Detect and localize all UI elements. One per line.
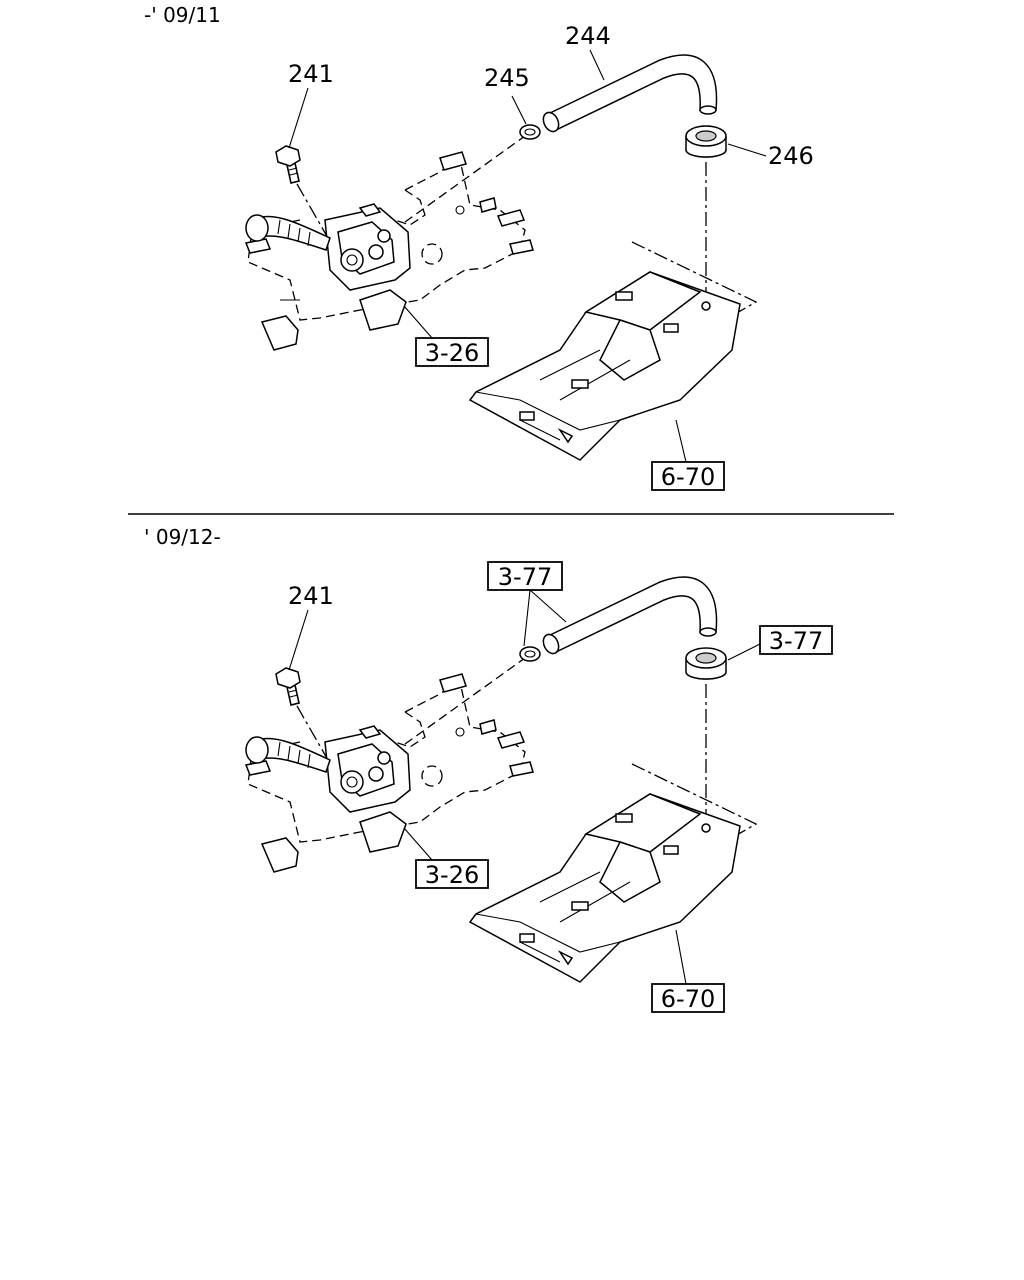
leader-6-70-upper	[675, 419, 687, 463]
ref-box-3-26-lower: 3-26	[415, 859, 489, 889]
callout-241: 241	[288, 60, 334, 88]
callout-246: 246	[768, 142, 814, 170]
leader-3-77-hose	[529, 589, 567, 623]
ref-6-70-upper-text: 6-70	[661, 463, 715, 491]
ref-box-3-77-grommet: 3-77	[759, 625, 833, 655]
callout-245: 245	[484, 64, 530, 92]
section-upper: -' 09/11 241	[144, 3, 814, 491]
leader-3-26-upper	[403, 305, 433, 339]
grommet-246-drawing	[685, 125, 727, 305]
bolt-241-drawing	[275, 145, 337, 253]
leader-246	[727, 143, 767, 157]
callout-241: 241	[288, 582, 334, 610]
ref-3-26-lower-text: 3-26	[425, 861, 479, 889]
leader-3-77-clip	[523, 589, 531, 647]
tank-floor-drawing	[468, 763, 758, 983]
date-range-label: -' 09/11	[144, 3, 221, 27]
section-lower: ' 09/12- 241	[144, 525, 833, 1013]
ref-box-3-77-hose: 3-77	[487, 561, 563, 591]
leader-6-70-lower	[675, 929, 687, 985]
bracket-and-pump-drawing	[244, 135, 534, 351]
hose-drawing	[542, 576, 718, 655]
callout-244: 244	[565, 22, 611, 50]
clip-245-drawing	[519, 124, 541, 140]
ref-3-77-hose-text: 3-77	[498, 563, 552, 591]
tank-floor-drawing	[468, 241, 758, 461]
bolt-241-drawing	[275, 667, 337, 775]
ref-box-6-70-upper: 6-70	[651, 461, 725, 491]
ref-3-77-grommet-text: 3-77	[769, 627, 823, 655]
bracket-and-pump-drawing	[244, 657, 534, 873]
ref-6-70-lower-text: 6-70	[661, 985, 715, 1013]
leader-244	[589, 49, 605, 81]
ref-box-6-70-lower: 6-70	[651, 983, 725, 1013]
ref-box-3-26-upper: 3-26	[415, 337, 489, 367]
date-range-label: ' 09/12-	[144, 525, 221, 549]
leader-245	[511, 95, 527, 125]
leader-241	[288, 87, 309, 149]
leader-3-77-grommet	[727, 643, 761, 661]
ref-3-26-upper-text: 3-26	[425, 339, 479, 367]
leader-3-26-lower	[403, 827, 433, 861]
grommet-drawing	[685, 647, 727, 826]
hose-244-drawing	[542, 54, 718, 133]
leader-241	[288, 609, 309, 671]
clip-drawing	[519, 646, 541, 662]
